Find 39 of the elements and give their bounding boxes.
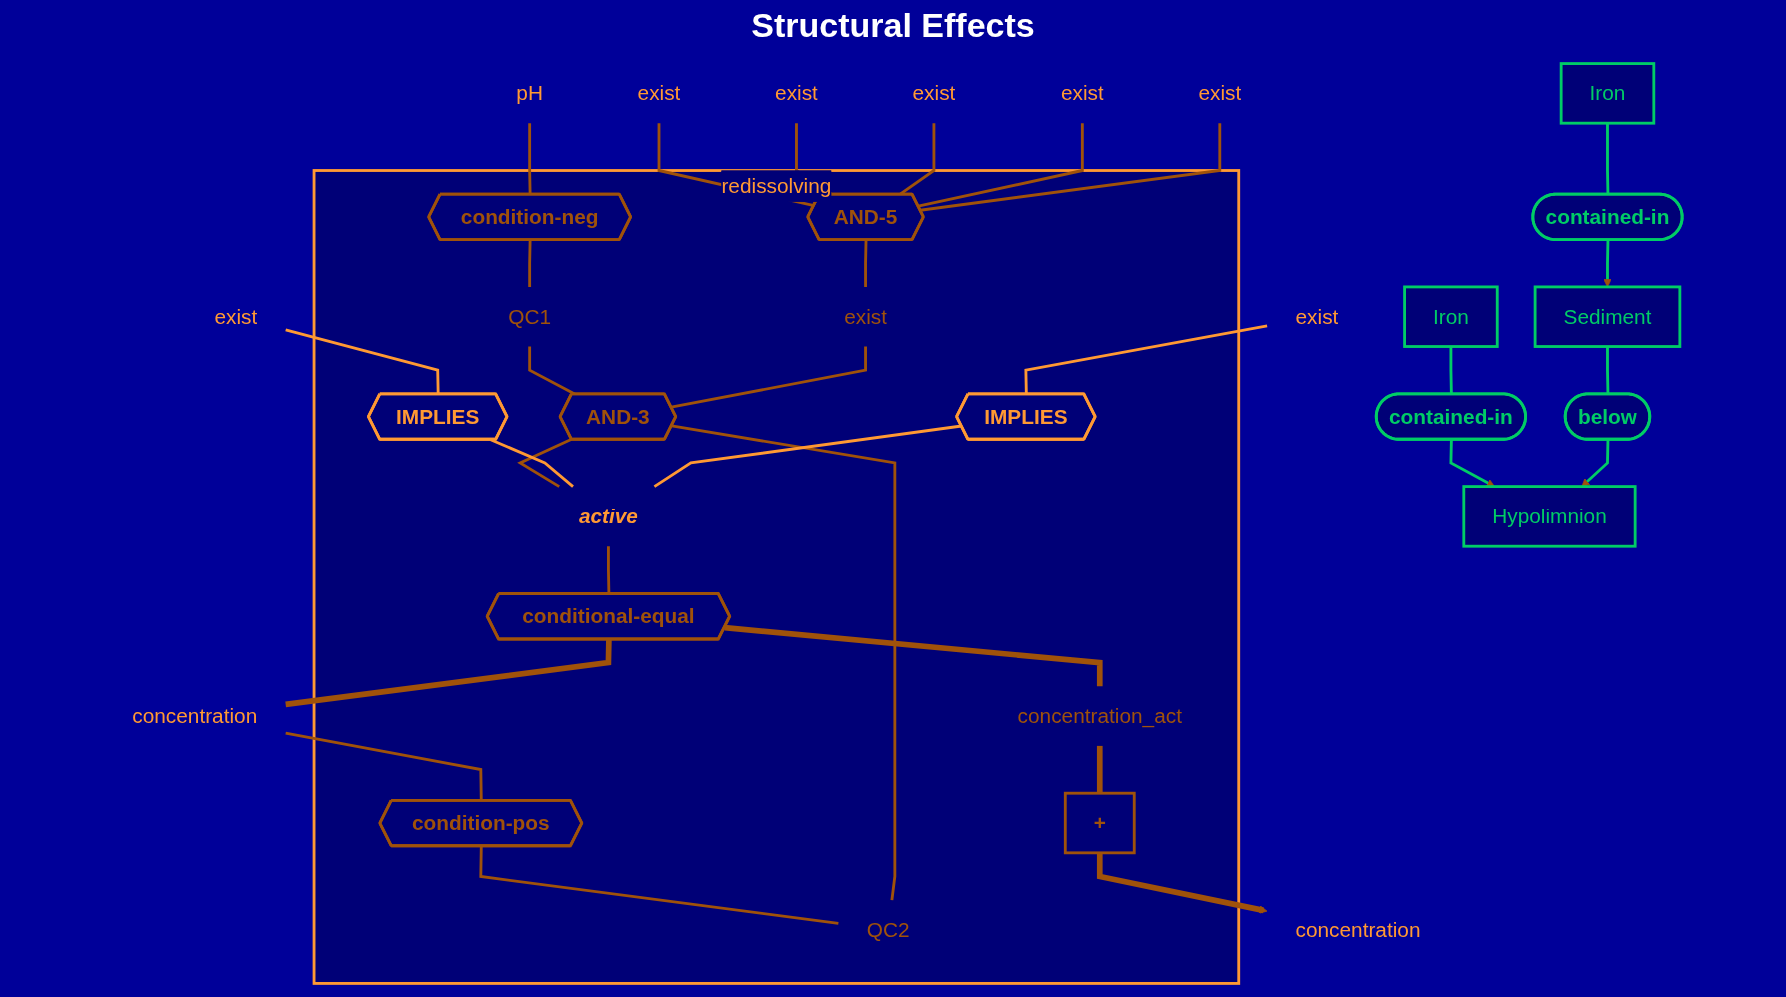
connector	[528, 240, 532, 287]
arrow	[1581, 439, 1610, 487]
connector	[285, 639, 612, 708]
node-text: exist	[1060, 81, 1104, 106]
connector	[864, 240, 868, 287]
node-text: exist	[1198, 81, 1242, 106]
node-text: QC1	[508, 304, 552, 329]
node-text: concentration_act	[1017, 704, 1182, 728]
section-heading: Structural Effects	[751, 6, 1035, 45]
connector	[490, 438, 574, 488]
connector	[285, 731, 483, 801]
node-text: pH	[516, 81, 543, 106]
node-text: exist	[844, 304, 887, 329]
node-box: +	[1063, 791, 1136, 855]
node-text: exist	[214, 304, 258, 329]
connector	[653, 424, 962, 488]
connector	[917, 123, 1084, 208]
node-box: Iron	[1559, 62, 1656, 125]
arrow	[1096, 852, 1268, 914]
connector	[528, 123, 532, 195]
connector	[724, 624, 1103, 687]
node-text: concentration	[132, 704, 258, 728]
node-text: exist	[775, 81, 818, 106]
node-text: active	[578, 504, 638, 529]
connector	[920, 123, 1222, 212]
node-text: exist	[912, 81, 956, 106]
node-box: Iron	[1403, 285, 1499, 348]
node-text: exist	[637, 81, 681, 106]
node-text: exist	[1295, 304, 1339, 329]
connector	[671, 424, 897, 901]
node-box: Sediment	[1533, 285, 1682, 348]
connector	[670, 346, 867, 409]
node-text: QC2	[866, 918, 910, 942]
node-text: concentration	[1295, 918, 1421, 942]
arrow	[1449, 439, 1495, 487]
connector	[1096, 745, 1103, 794]
node-box: Hypolimnion	[1462, 485, 1637, 548]
connector	[479, 846, 839, 925]
connector	[1606, 123, 1610, 195]
